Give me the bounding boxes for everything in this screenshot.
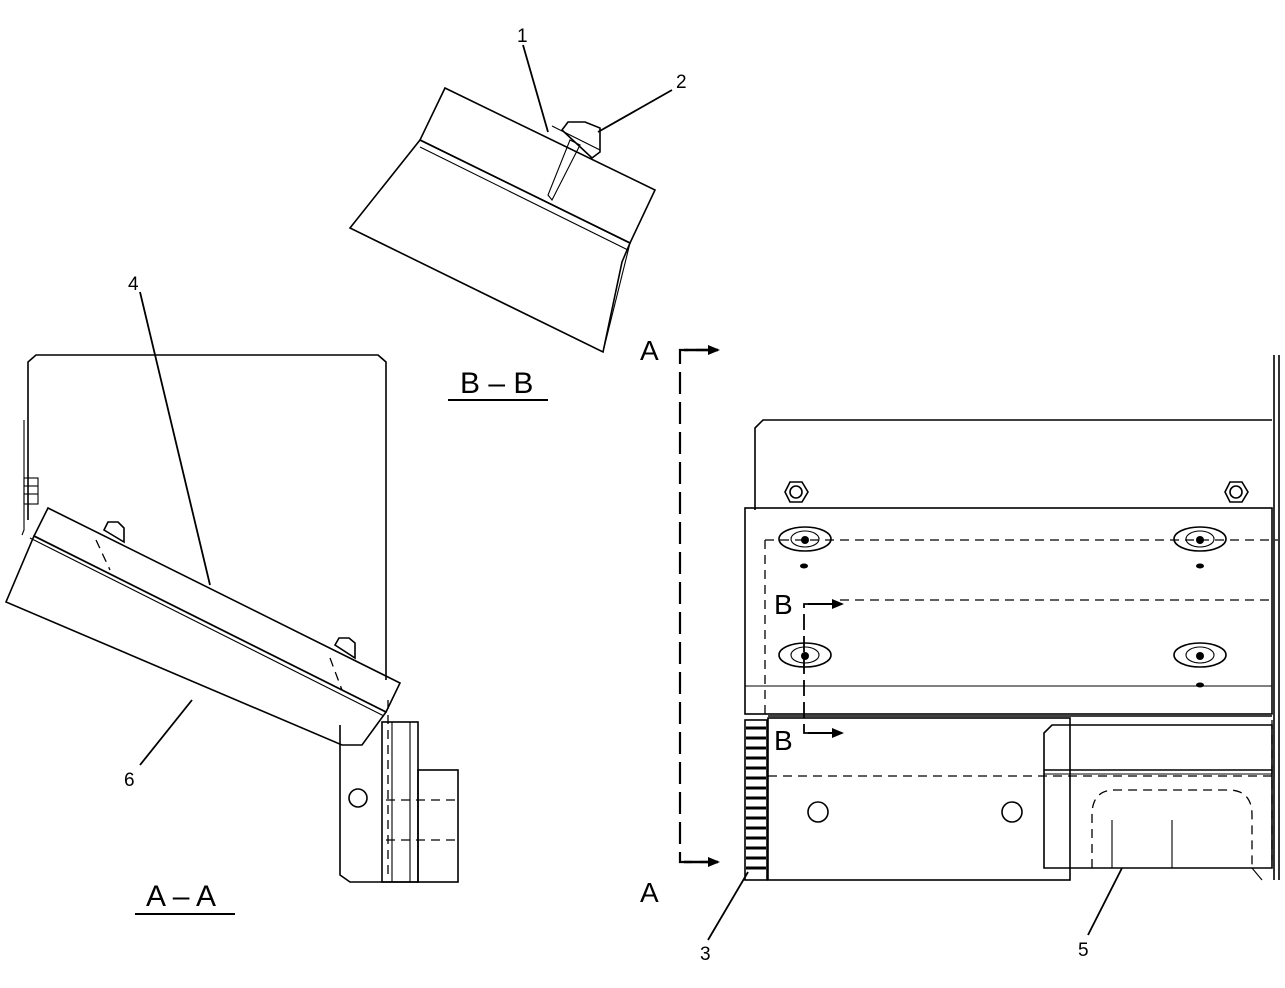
front-back-panel [754, 419, 1272, 510]
marker-b-top: B [774, 589, 793, 620]
leader-1 [522, 44, 549, 133]
callout-6: 6 [124, 770, 135, 791]
right-dotted-box [1043, 724, 1273, 869]
front-base [767, 717, 1071, 881]
fastener-bottom-left [778, 642, 832, 668]
seal-strip-stripes [746, 726, 766, 870]
hex-nut-right [1224, 481, 1249, 503]
marker-a-bottom: A [640, 877, 659, 908]
leader-6 [139, 699, 193, 766]
fastener-top-right [1173, 526, 1227, 569]
bb-upper-block [418, 86, 657, 245]
callout-5: 5 [1078, 940, 1089, 961]
leader-3 [707, 871, 749, 941]
fastener-bottom-right [1173, 642, 1227, 688]
callout-1: 1 [517, 26, 528, 47]
callout-2: 2 [676, 72, 687, 93]
front-upper-plate [744, 507, 1273, 715]
leader-4 [139, 291, 211, 586]
seal-strip [744, 719, 768, 881]
aa-upper-plate [32, 506, 402, 714]
hex-nut-left [784, 481, 809, 503]
callout-4: 4 [128, 274, 139, 295]
front-view: A A [640, 335, 1280, 965]
aa-lower-plate [4, 534, 388, 746]
marker-a-top: A [640, 335, 659, 366]
section-bb-label: B – B [460, 367, 533, 400]
bb-fastener [560, 121, 601, 160]
section-aa-label: A – A [146, 880, 216, 913]
section-aa-view: 4 6 A – A [4, 274, 459, 915]
callout-3: 3 [700, 944, 711, 965]
aa-back-panel [27, 354, 387, 680]
leader-2 [597, 89, 673, 133]
marker-b-bottom: B [774, 725, 793, 756]
leader-5 [1087, 867, 1123, 936]
section-bb-view: 1 2 B – B [348, 26, 687, 401]
bb-lower-block [348, 138, 632, 354]
fastener-top-left [778, 526, 832, 569]
cut-line-aa [678, 348, 718, 864]
